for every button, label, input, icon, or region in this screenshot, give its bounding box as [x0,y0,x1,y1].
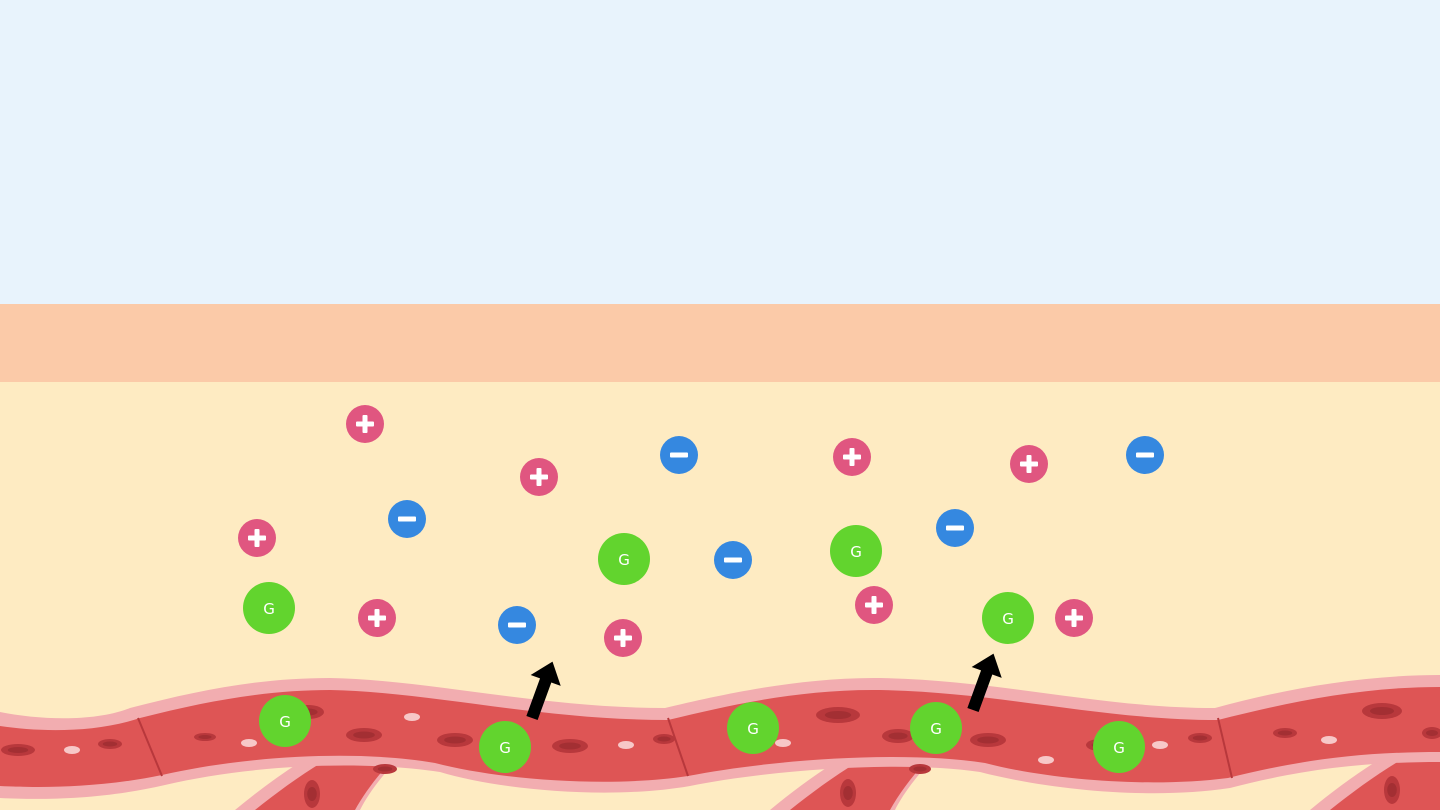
glucose-label: G [747,720,759,738]
blood-cell [1362,703,1402,719]
blood-cell-light [241,739,257,747]
plus-icon [865,596,883,614]
plus-icon [368,609,386,627]
glucose-molecule: G [598,533,650,585]
positive-ion [358,599,396,637]
minus-icon [946,525,964,531]
blood-cell [98,739,122,749]
glucose-label: G [930,720,942,738]
positive-ion [520,458,558,496]
negative-ion [498,606,536,644]
blood-cell [304,780,320,808]
blood-cell [346,728,382,742]
blood-cell-light [1038,756,1054,764]
blood-cell [816,707,860,723]
minus-icon [670,452,688,458]
blood-cell [1273,728,1297,738]
glucose-label: G [1002,610,1014,628]
blood-cell [840,779,856,807]
minus-icon [724,557,742,563]
positive-ion [604,619,642,657]
blood-cell-light [1321,736,1337,744]
glucose-molecule: G [1093,721,1145,773]
minus-icon [508,622,526,628]
blood-cells [1,703,1440,808]
glucose-label: G [263,600,275,618]
plus-icon [1065,609,1083,627]
plus-icon [248,529,266,547]
glucose-molecule: G [727,702,779,754]
transport-arrows [526,653,1002,721]
plus-icon [1020,455,1038,473]
blood-cell-light [775,739,791,747]
positive-ion [833,438,871,476]
blood-cell-light [64,746,80,754]
blood-cell [653,734,675,744]
glucose-label: G [618,551,630,569]
positive-ion [346,405,384,443]
plus-icon [530,468,548,486]
minus-icon [1136,452,1154,458]
blood-cell [882,729,914,743]
skin-layer [0,304,1440,382]
vessel-segment-joints [137,717,1233,779]
blood-cell-light [404,713,420,721]
glucose-molecule: G [830,525,882,577]
blood-cell [909,764,931,774]
blood-cell [552,739,588,753]
vessel-branch [255,752,400,810]
plus-icon [614,629,632,647]
minus-icon [398,516,416,522]
blood-cell [373,764,397,774]
positive-ion [1010,445,1048,483]
positive-ion [238,519,276,557]
vessel-lumen [0,687,1440,787]
blood-cell [1384,776,1400,804]
blood-cell [970,733,1006,747]
glucose-label: G [1113,739,1125,757]
blood-cell-light [1152,741,1168,749]
negative-ion [936,509,974,547]
glucose-molecule: G [910,702,962,754]
glucose-label: G [499,739,511,757]
glucose-molecule: G [243,582,295,634]
glucose-molecule: G [982,592,1034,644]
blood-cell [1,744,35,756]
glucose-molecule: G [259,695,311,747]
sky-layer [0,0,1440,304]
blood-cell [194,733,216,741]
glucose-molecule: G [479,721,531,773]
arrow-up-right-icon [967,653,1002,713]
blood-cell-light [618,741,634,749]
negative-ion [1126,436,1164,474]
negative-ion [388,500,426,538]
blood-vessel [0,675,1440,810]
plus-icon [356,415,374,433]
negative-ion [714,541,752,579]
blood-cell [1188,733,1212,743]
particles: G G G G G G G G G [238,405,1164,773]
blood-cell [437,733,473,747]
blood-cell [1422,727,1440,739]
arrow-up-right-icon [526,661,561,721]
glucose-label: G [850,543,862,561]
positive-ion [1055,599,1093,637]
plus-icon [843,448,861,466]
negative-ion [660,436,698,474]
vessel-branch [1330,752,1440,810]
glucose-label: G [279,713,291,731]
positive-ion [855,586,893,624]
